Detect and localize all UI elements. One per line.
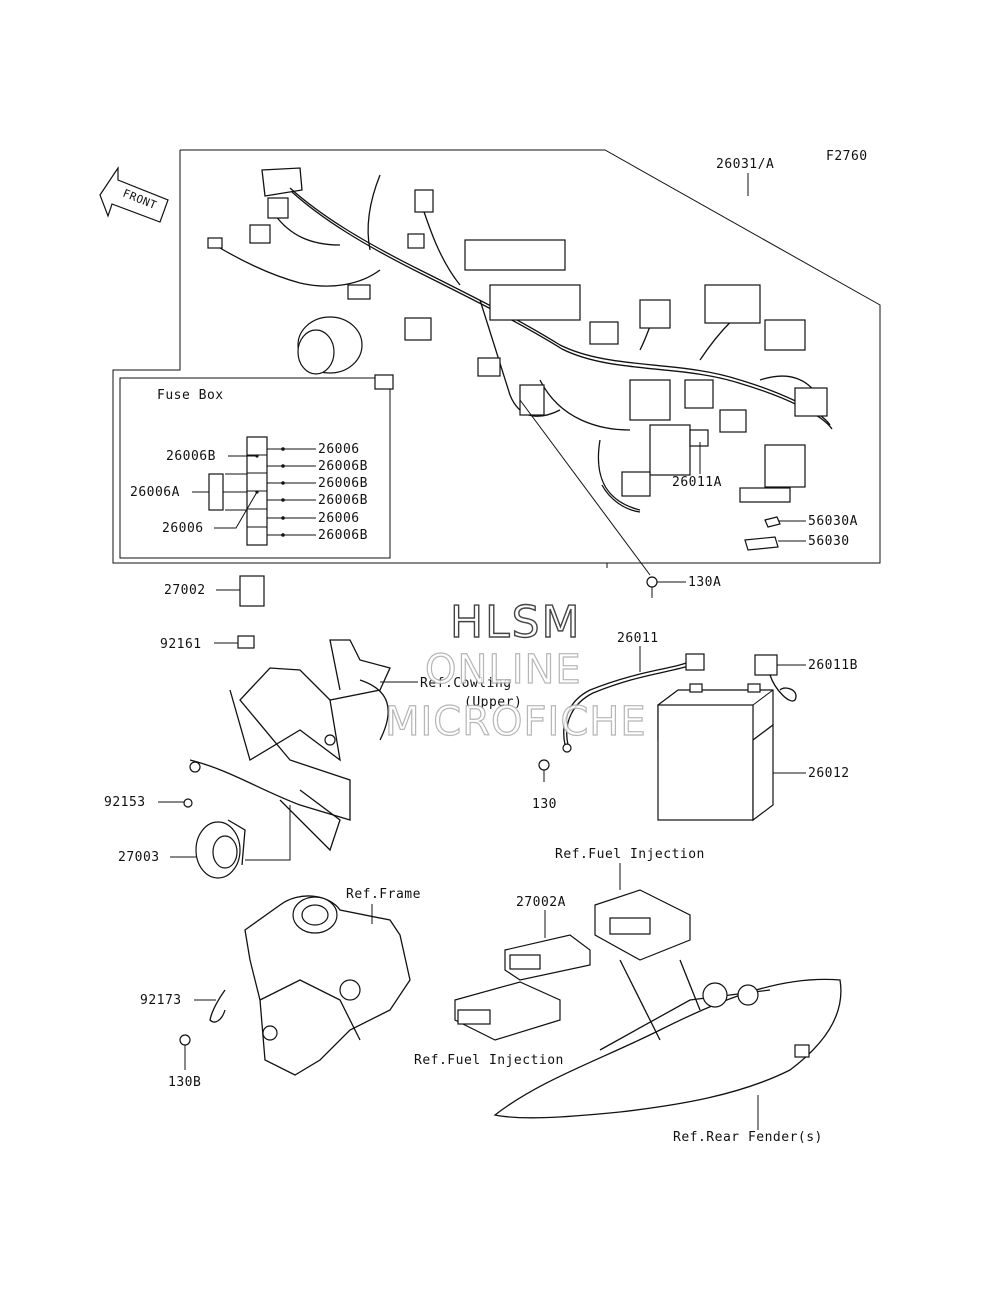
label-26011A: 26011A — [672, 475, 722, 490]
main-wiring-harness — [207, 167, 833, 513]
battery-cable-26011 — [562, 653, 705, 753]
front-arrow-icon: FRONT — [99, 166, 169, 223]
watermark-line2: ONLINE — [425, 647, 582, 693]
battery-26012 — [657, 683, 774, 822]
label-26011B: 26011B — [808, 658, 858, 673]
ref-cowling-line1: Ref.Cowling — [420, 676, 512, 691]
fuse-box-title: Fuse Box — [157, 388, 224, 403]
ref-rear-fender: Ref.Rear Fender(s) — [673, 1130, 823, 1145]
fuse-left-label-3: 26006 — [162, 521, 204, 536]
label-56030: 56030 — [808, 534, 850, 549]
fuse-right-label-3: 26006B — [318, 476, 368, 491]
rear-fender — [493, 959, 842, 1119]
watermark-line1: HLSM — [450, 597, 582, 648]
fuse-right-label-4: 26006B — [318, 493, 368, 508]
ecu-27002A — [504, 889, 691, 981]
decal-56030A — [764, 516, 781, 528]
ecu-lower — [454, 981, 561, 1041]
bolt-130 — [538, 759, 550, 782]
label-26012: 26012 — [808, 766, 850, 781]
nut-92153 — [183, 798, 193, 808]
leader-horn-bracket — [245, 805, 291, 861]
cable-26011B — [754, 654, 797, 702]
horn-27003 — [195, 819, 246, 879]
ref-fuel-injection-bottom: Ref.Fuel Injection — [414, 1053, 564, 1068]
fuse-right-label-1: 26006 — [318, 442, 360, 457]
harness-boundary-left — [112, 150, 607, 564]
fuse-left-leader-3 — [214, 491, 258, 529]
label-26031A: 26031/A — [716, 157, 774, 172]
clip-92161 — [237, 635, 255, 649]
fuse-right-leaders — [267, 447, 316, 537]
label-27002: 27002 — [164, 583, 206, 598]
ref-fuel-injection-top: Ref.Fuel Injection — [555, 847, 705, 862]
fuse-right-label-5: 26006 — [318, 511, 360, 526]
fuse-box-block — [208, 436, 268, 546]
fuse-box-panel — [119, 377, 391, 559]
label-27003: 27003 — [118, 850, 160, 865]
fuse-left-label-1: 26006B — [166, 449, 216, 464]
harness-boundary — [180, 149, 881, 568]
relay-27002 — [239, 575, 265, 607]
label-plate-56030 — [744, 536, 779, 551]
label-26011: 26011 — [617, 631, 659, 646]
label-130: 130 — [532, 797, 557, 812]
fuse-right-label-6: 26006B — [318, 528, 368, 543]
label-27002A: 27002A — [516, 895, 566, 910]
label-130A: 130A — [688, 575, 721, 590]
bolt-130A — [646, 576, 658, 598]
ref-cowling-line2: (Upper) — [464, 695, 522, 710]
ref-frame: Ref.Frame — [346, 887, 421, 902]
label-130B: 130B — [168, 1075, 201, 1090]
fuse-left-label-2: 26006A — [130, 485, 180, 500]
fuse-right-label-2: 26006B — [318, 459, 368, 474]
leader-130A-to-harness — [519, 399, 651, 576]
frame-section — [244, 895, 411, 1076]
label-92173: 92173 — [140, 993, 182, 1008]
label-92153: 92153 — [104, 795, 146, 810]
front-bracket-assembly — [189, 639, 391, 852]
label-92161: 92161 — [160, 637, 202, 652]
watermark-line3: MICROFICHE — [385, 699, 647, 745]
bolt-130B — [179, 1034, 191, 1070]
diagram-code: F2760 — [826, 149, 868, 164]
clamp-92173 — [209, 989, 226, 1023]
label-56030A: 56030A — [808, 514, 858, 529]
